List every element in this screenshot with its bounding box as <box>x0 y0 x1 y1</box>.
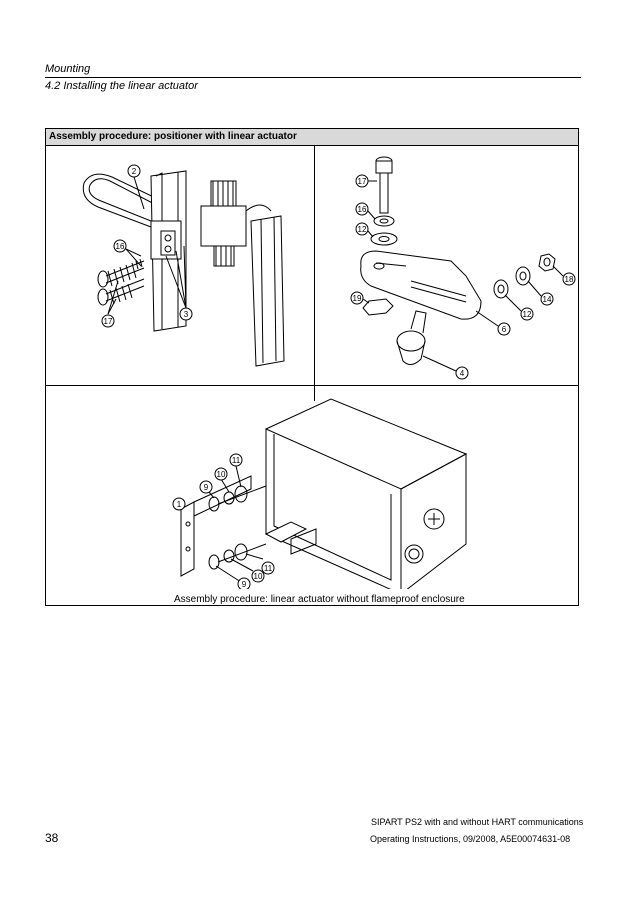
callout-4: 4 <box>460 369 465 378</box>
figure-caption: Assembly procedure: linear actuator with… <box>174 594 465 605</box>
callout-12: 12 <box>358 225 367 234</box>
right-parts-drawing: 17 16 12 18 14 12 6 19 4 <box>350 156 576 380</box>
callout-3: 3 <box>184 310 189 319</box>
callout-16: 16 <box>116 242 125 251</box>
table-column-divider <box>314 146 315 401</box>
callout-10: 10 <box>217 470 226 479</box>
footer-document: Operating Instructions, 09/2008, A5E0007… <box>370 834 571 844</box>
table-header: Assembly procedure: positioner with line… <box>46 129 578 146</box>
section-title: Mounting <box>45 63 91 75</box>
callout-6: 6 <box>502 325 507 334</box>
callout-9: 9 <box>204 483 209 492</box>
callout-18: 18 <box>565 275 574 284</box>
assembly-table: Assembly procedure: positioner with line… <box>45 128 579 606</box>
callout-1: 1 <box>177 500 182 509</box>
callout-2: 2 <box>132 167 137 176</box>
table-row-divider <box>46 385 578 386</box>
callout-11b: 11 <box>264 564 273 573</box>
callout-12b: 12 <box>523 310 532 319</box>
bottom-assembly-drawing: 11 10 9 1 11 10 9 <box>172 398 468 589</box>
subsection-title: 4.2 Installing the linear actuator <box>45 80 198 92</box>
callout-9b: 9 <box>242 580 247 589</box>
left-assembly-drawing: 2 16 17 3 <box>82 164 285 367</box>
callout-17: 17 <box>104 317 113 326</box>
footer-product: SIPART PS2 with and without HART communi… <box>371 817 584 827</box>
callout-10b: 10 <box>254 572 263 581</box>
header-rule <box>45 77 581 78</box>
callout-19: 19 <box>353 294 362 303</box>
callout-16: 16 <box>358 205 367 214</box>
callout-14: 14 <box>543 295 552 304</box>
table-title: Assembly procedure: positioner with line… <box>49 131 297 142</box>
callout-11: 11 <box>232 456 241 465</box>
page-number: 38 <box>45 831 59 845</box>
callout-17: 17 <box>358 177 367 186</box>
